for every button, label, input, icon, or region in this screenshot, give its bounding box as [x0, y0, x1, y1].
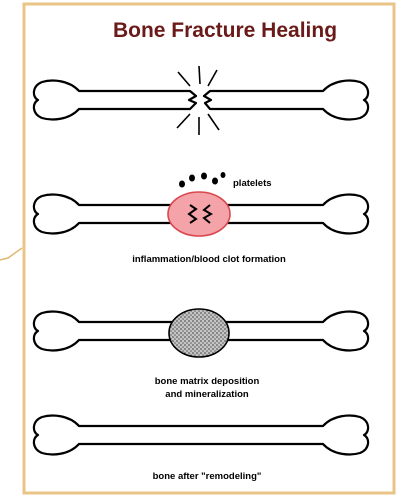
- matrix-label-line2: and mineralization: [165, 389, 249, 400]
- connector-line: [0, 248, 22, 260]
- remodeling-label: bone after "remodeling": [153, 471, 262, 482]
- blood-clot: [168, 192, 230, 236]
- bone-matrix-callus: [169, 309, 229, 357]
- diagram-title: Bone Fracture Healing: [113, 19, 337, 42]
- inflammation-label: inflammation/blood clot formation: [132, 254, 286, 265]
- matrix-label-line1: bone matrix deposition: [155, 376, 260, 387]
- platelets-label: platelets: [233, 178, 272, 189]
